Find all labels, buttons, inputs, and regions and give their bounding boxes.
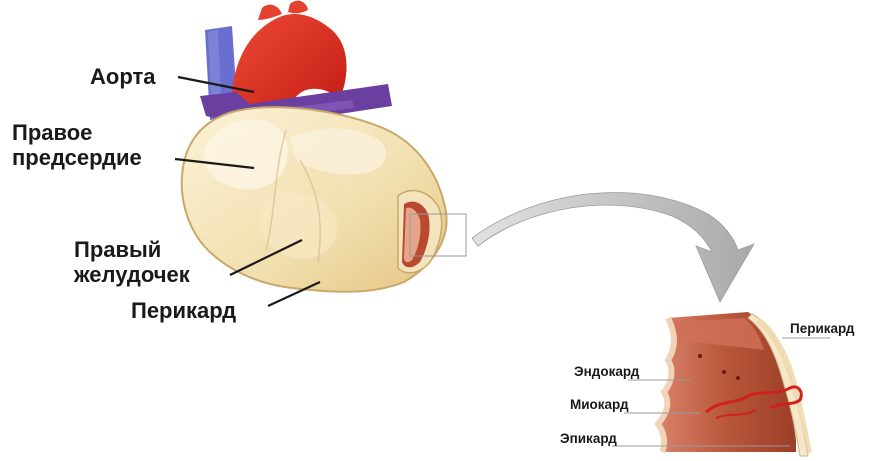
label-right-atrium-line2: предсердие [12, 145, 142, 170]
label-right-ventricle: Правый желудочек [74, 237, 190, 288]
label-epicardium: Эпикард [560, 431, 617, 447]
label-pericardium-detail: Перикард [790, 321, 855, 337]
heart-illustration [182, 1, 466, 292]
label-endocardium: Эндокард [574, 364, 639, 380]
label-right-ventricle-line2: желудочек [74, 262, 190, 287]
label-pericardium: Перикард [131, 298, 236, 323]
label-myocardium: Миокард [570, 397, 629, 413]
zoom-arrow [472, 192, 754, 302]
label-right-atrium: Правое предсердие [12, 120, 142, 171]
wall-detail [658, 312, 812, 456]
label-right-ventricle-line1: Правый [74, 237, 190, 262]
label-aorta: Аорта [90, 64, 155, 89]
label-right-atrium-line1: Правое [12, 120, 142, 145]
